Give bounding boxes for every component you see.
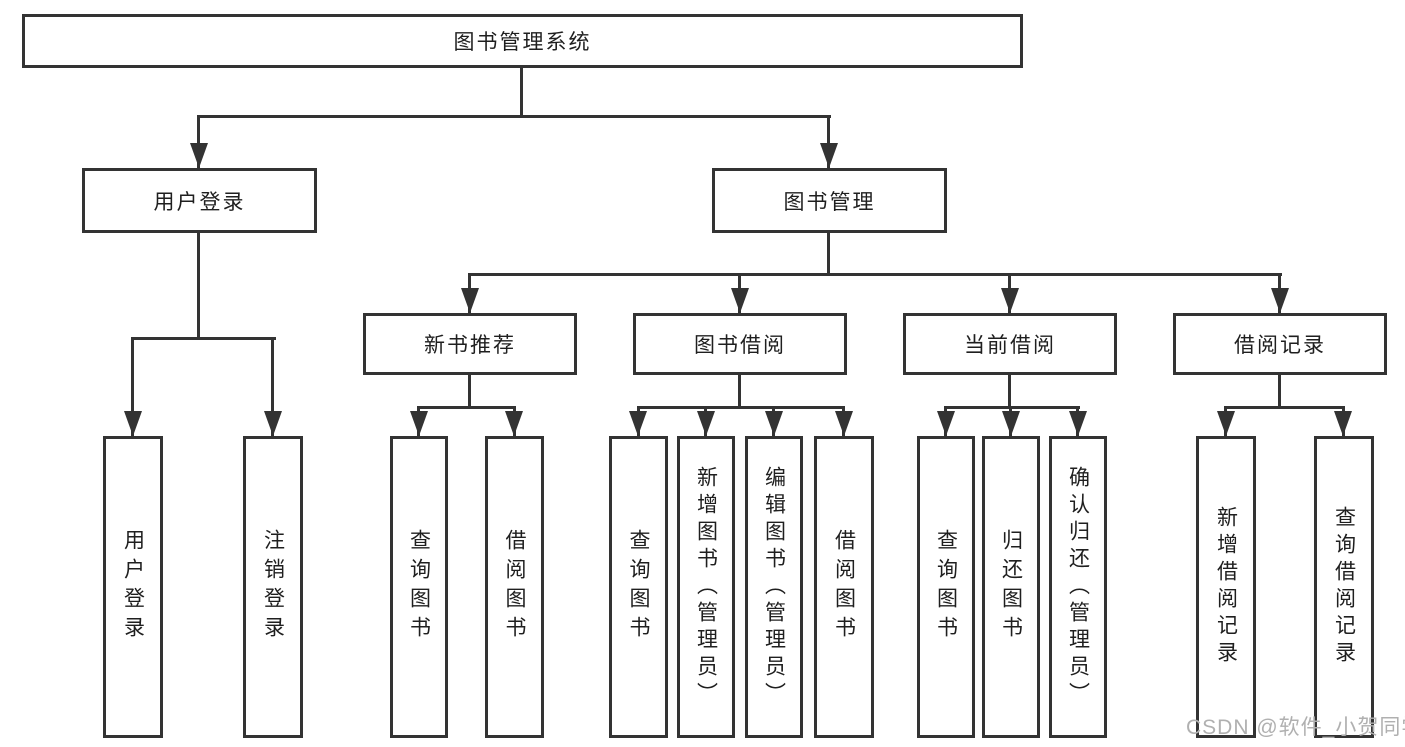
arrowhead-down bbox=[820, 143, 838, 168]
connector-line bbox=[1278, 375, 1281, 409]
node-box-borrow-books: 借阅图书 bbox=[814, 436, 874, 738]
node-box-library-system: 图书管理系统 bbox=[22, 14, 1023, 68]
node-box-confirm-return-admin: 确认归还（管理员） bbox=[1049, 436, 1107, 738]
connector-line bbox=[827, 115, 830, 168]
connector-line bbox=[131, 337, 134, 436]
node-box-add-borrow-record: 新增借阅记录 bbox=[1196, 436, 1256, 738]
node-box-return-books: 归还图书 bbox=[982, 436, 1040, 738]
connector-line bbox=[197, 115, 200, 168]
node-box-add-books-admin: 新增图书（管理员） bbox=[677, 436, 735, 738]
connector-line bbox=[197, 233, 200, 340]
connector-line bbox=[1008, 375, 1011, 409]
arrowhead-down bbox=[1001, 288, 1019, 313]
arrowhead-down bbox=[731, 288, 749, 313]
node-box-user-login-branch: 用户登录 bbox=[82, 168, 317, 233]
node-box-query-books-current: 查询图书 bbox=[917, 436, 975, 738]
node-box-user-login-leaf: 用户登录 bbox=[103, 436, 163, 738]
arrowhead-down bbox=[765, 411, 783, 436]
node-box-new-book-recommend: 新书推荐 bbox=[363, 313, 577, 375]
arrowhead-down bbox=[1002, 411, 1020, 436]
arrowhead-down bbox=[1334, 411, 1352, 436]
node-box-query-books-recommend: 查询图书 bbox=[390, 436, 448, 738]
arrowhead-down bbox=[629, 411, 647, 436]
arrowhead-down bbox=[410, 411, 428, 436]
watermark-text: CSDN @软件_小贺同学 bbox=[1186, 716, 1405, 739]
node-box-borrow-books-recommend: 借阅图书 bbox=[485, 436, 544, 738]
arrowhead-down bbox=[190, 143, 208, 168]
connector-line bbox=[468, 375, 471, 409]
arrowhead-down bbox=[835, 411, 853, 436]
arrowhead-down bbox=[461, 288, 479, 313]
arrowhead-down bbox=[1069, 411, 1087, 436]
arrowhead-down bbox=[505, 411, 523, 436]
node-box-book-management: 图书管理 bbox=[712, 168, 947, 233]
node-box-borrowing-records: 借阅记录 bbox=[1173, 313, 1387, 375]
arrowhead-down bbox=[1217, 411, 1235, 436]
connector-line bbox=[944, 406, 1080, 409]
node-box-current-borrowing: 当前借阅 bbox=[903, 313, 1117, 375]
node-box-book-borrowing: 图书借阅 bbox=[633, 313, 847, 375]
connector-line bbox=[417, 406, 516, 409]
connector-line bbox=[827, 233, 830, 276]
arrowhead-down bbox=[1271, 288, 1289, 313]
connector-line bbox=[197, 115, 831, 118]
arrowhead-down bbox=[124, 411, 142, 436]
connector-line bbox=[738, 375, 741, 409]
connector-line bbox=[468, 273, 1282, 276]
node-box-logout: 注销登录 bbox=[243, 436, 303, 738]
arrowhead-down bbox=[937, 411, 955, 436]
connector-line bbox=[1224, 406, 1345, 409]
arrowhead-down bbox=[264, 411, 282, 436]
connector-line bbox=[271, 337, 274, 436]
node-box-query-books-borrowing: 查询图书 bbox=[609, 436, 668, 738]
connector-line bbox=[637, 406, 845, 409]
node-box-edit-books-admin: 编辑图书（管理员） bbox=[745, 436, 803, 738]
connector-line bbox=[520, 68, 523, 118]
arrowhead-down bbox=[697, 411, 715, 436]
connector-line bbox=[131, 337, 276, 340]
node-box-query-borrow-record: 查询借阅记录 bbox=[1314, 436, 1374, 738]
